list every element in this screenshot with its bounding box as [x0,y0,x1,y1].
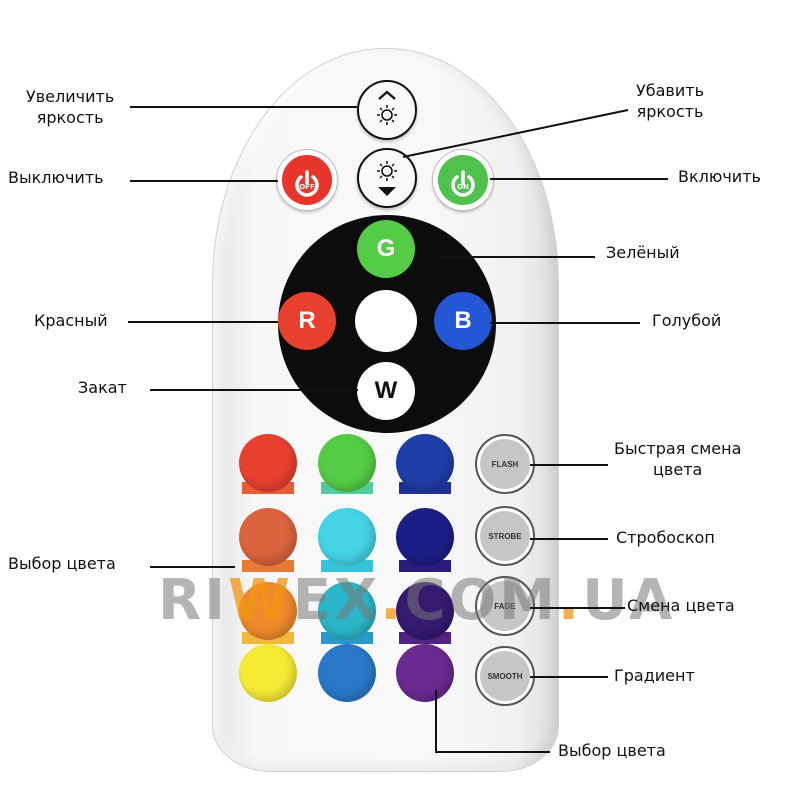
leader-line [130,180,278,182]
blue-button[interactable]: B [434,292,492,350]
leader-line [490,178,668,180]
color-teal-button[interactable] [318,582,376,640]
red-button[interactable]: R [278,292,336,350]
leader-line [530,464,608,466]
green-button[interactable]: G [357,220,415,278]
leader-line [435,751,550,753]
color-dark-orange-button[interactable] [239,508,297,566]
label-smooth: Градиент [614,666,695,685]
leader-line [530,538,608,540]
white-center-button[interactable] [355,290,417,352]
brightness-up-button[interactable] [357,80,417,140]
strobe-button[interactable]: STROBE [475,506,535,566]
flash-label: FLASH [480,439,530,489]
label-flash: Быстрая смена цвета [614,439,742,479]
leader-line [490,322,640,324]
label-blue: Голубой [652,311,722,330]
watermark: RIWEX.COM.UA [158,568,676,633]
strobe-label: STROBE [480,511,530,561]
leader-line [435,690,437,752]
sun-down-icon [377,161,397,196]
power-icon [451,170,475,197]
color-purple-button[interactable] [396,644,454,702]
leader-line [130,106,357,108]
flash-button[interactable]: FLASH [475,434,535,494]
leader-line [530,607,625,609]
color-blue-button[interactable] [396,434,454,492]
color-steel-blue-button[interactable] [318,644,376,702]
color-orange-button[interactable] [239,582,297,640]
label-fade: Смена цвета [627,596,735,615]
leader-line [150,566,235,568]
color-yellow-button[interactable] [239,644,297,702]
fade-label: FADE [480,581,530,631]
label-strobe: Стробоскоп [616,528,715,547]
leader-line [437,256,595,258]
power-off-button[interactable]: OFF [277,150,337,210]
label-on: Включить [678,167,761,186]
label-sunset: Закат [78,378,127,397]
label-brightness-up: Увеличить яркость [26,87,115,127]
label-red: Красный [34,311,108,330]
sun-up-icon [377,90,397,125]
label-green: Зелёный [606,243,680,262]
leader-line [530,676,608,678]
on-text: ON [457,183,469,191]
color-dark-violet-button[interactable] [396,582,454,640]
color-red-button[interactable] [239,434,297,492]
label-brightness-down: Убавить яркость [636,81,704,121]
fade-button[interactable]: FADE [475,576,535,636]
white-w-button[interactable]: W [357,362,415,420]
leader-line [150,389,358,391]
power-on-button[interactable]: ON [433,150,493,210]
off-text: OFF [299,183,315,191]
power-icon [295,170,319,197]
label-color-select-bottom: Выбор цвета [558,741,666,760]
brightness-down-button[interactable] [357,148,417,208]
smooth-label: SMOOTH [480,651,530,701]
label-off: Выключить [8,168,104,187]
color-indigo-button[interactable] [396,508,454,566]
label-color-select-left: Выбор цвета [8,554,116,573]
smooth-button[interactable]: SMOOTH [475,646,535,706]
leader-line [128,321,278,323]
color-green-button[interactable] [318,434,376,492]
color-light-cyan-button[interactable] [318,508,376,566]
